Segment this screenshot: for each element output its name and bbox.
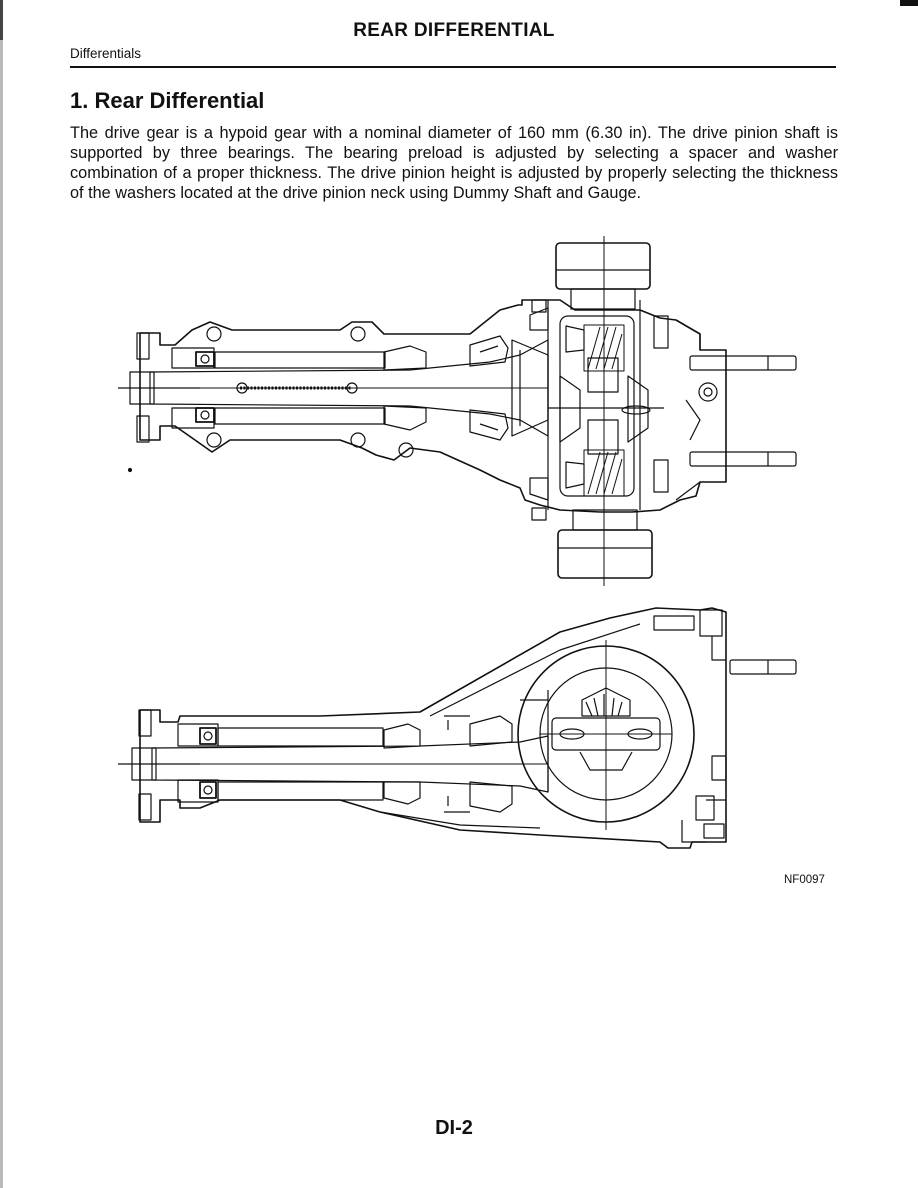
page-number: DI-2 xyxy=(435,1117,473,1139)
section-heading: 1. Rear Differential xyxy=(70,88,265,113)
page-edge xyxy=(0,0,3,1188)
body-paragraph: The drive gear is a hypoid gear with a n… xyxy=(70,124,838,202)
section-name: Differentials xyxy=(70,46,142,61)
side-view-diagram xyxy=(118,607,797,849)
header-divider xyxy=(70,66,836,68)
top-view-diagram xyxy=(118,236,797,586)
rear-differential-figure xyxy=(118,236,797,849)
figure-code: NF0097 xyxy=(784,874,825,886)
corner-mark xyxy=(900,0,918,6)
page-header-title: REAR DIFFERENTIAL xyxy=(353,20,555,41)
